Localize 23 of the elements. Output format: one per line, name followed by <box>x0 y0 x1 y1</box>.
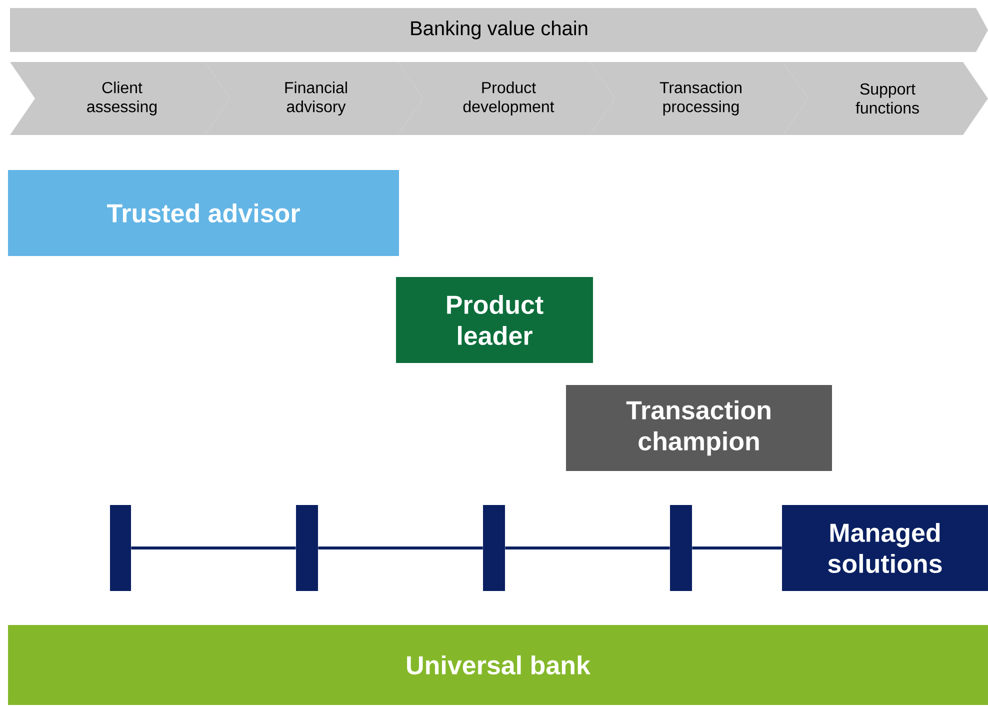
node-label: Financial advisory <box>285 82 347 116</box>
bar <box>296 504 318 591</box>
bar <box>483 504 505 591</box>
node-label: Product development <box>463 82 554 116</box>
chevron-step: Client assessing <box>10 62 230 135</box>
label-box: Transaction champion <box>566 384 832 471</box>
chevron-step: Financial advisory <box>205 62 423 135</box>
node-label: Client assessing <box>87 82 157 116</box>
label-box: Product leader <box>396 276 593 363</box>
bar <box>110 504 131 591</box>
connector-line <box>318 546 483 550</box>
connector-line <box>131 546 296 550</box>
connector-line <box>505 546 670 550</box>
connector-line <box>692 546 782 550</box>
label-box: Trusted advisor <box>8 170 399 256</box>
chevron-step: Transaction processing <box>590 62 808 135</box>
bar <box>670 504 692 591</box>
chevron-step: Product development <box>398 62 615 135</box>
node-label: Transaction processing <box>660 82 742 116</box>
chevron-step: Support functions <box>783 62 988 135</box>
label-box: Managed solutions <box>782 504 988 591</box>
node-label: Support functions <box>856 83 919 114</box>
label-box: Universal bank <box>8 624 988 705</box>
